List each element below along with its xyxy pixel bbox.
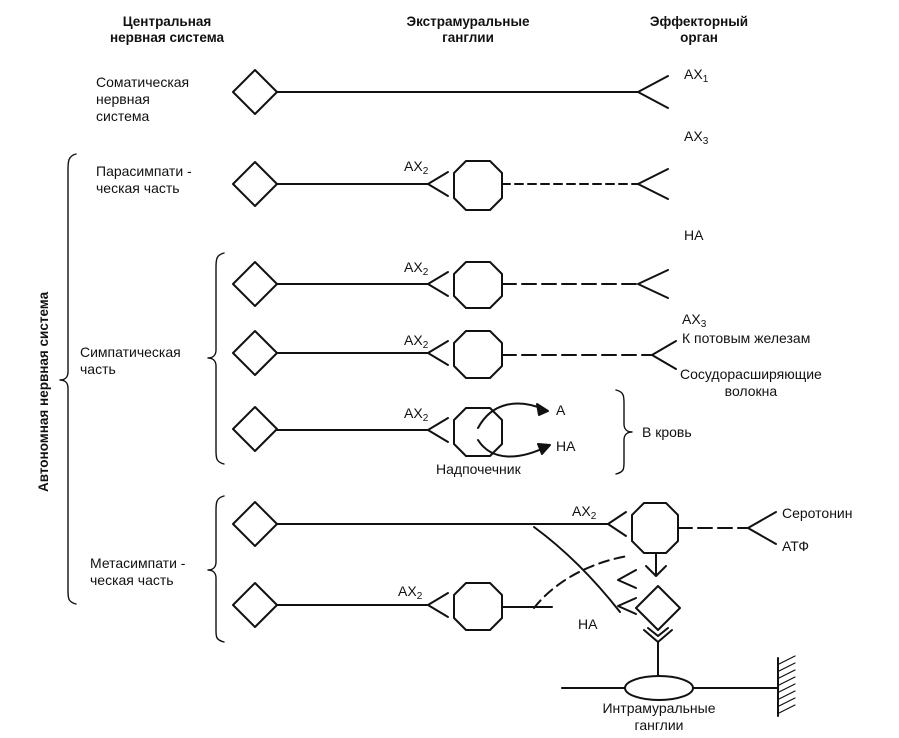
mediator-ax3-sympathetic: АХ3 [682, 311, 707, 330]
label-to-blood: В кровь [642, 424, 692, 440]
cns-neuron-metasympathetic-1 [232, 501, 278, 547]
metasympathetic-1-ganglion-fork [607, 511, 627, 537]
sympathetic-1-effector-fork [637, 269, 669, 299]
header-extramural-ganglia: Экстрамуральные ганглии [378, 14, 558, 46]
cns-neuron-somatic [232, 69, 278, 115]
label-intramural-ganglia: Интрамуральные ганглии [602, 700, 716, 733]
mediator-adrenal-na: НА [556, 438, 576, 454]
label-somatic: Соматическая нервная система [96, 74, 190, 124]
header-cns: Центральная нервная система [92, 14, 242, 46]
label-serotonin: Серотонин [782, 505, 853, 521]
mediator-ax1: АХ1 [684, 66, 709, 85]
parasympathetic-ganglion [453, 160, 503, 211]
cns-neuron-sympathetic-3 [232, 406, 278, 452]
sympathetic-2-ganglion [453, 330, 503, 379]
adrenal-arrow-na-head [537, 443, 551, 455]
metasympathetic-ganglion-top [631, 502, 679, 554]
metasympathetic-intramural-neuron [635, 585, 681, 631]
serotonin-atp-fork [747, 511, 777, 545]
sympathetic-3-ganglion-fork [427, 417, 449, 443]
mediator-adrenal-a: А [556, 402, 566, 418]
label-parasympathetic: Парасимпати - ческая часть [96, 163, 192, 196]
label-atp: АТФ [782, 538, 809, 554]
cns-neuron-sympathetic-2 [232, 330, 278, 376]
cns-neuron-sympathetic-1 [232, 261, 278, 307]
wall-hatching [778, 655, 796, 714]
metasympathetic-vertical-fork [645, 565, 667, 577]
header-ganglia-line1: Экстрамуральные [406, 14, 530, 29]
label-metasympathetic: Метасимпати - ческая часть [90, 555, 186, 588]
cns-neuron-metasympathetic-2 [232, 582, 278, 628]
sympathetic-2-ganglion-fork [427, 340, 449, 366]
header-ganglia-line2: ганглии [442, 30, 494, 45]
mediator-ax2-metasympathetic-1: АХ2 [572, 503, 597, 522]
metasympathetic-2-ganglion-fork [427, 592, 449, 618]
metasympathetic-side-fork-2 [617, 597, 637, 615]
metasympathetic-diagonal-fiber [533, 526, 621, 613]
sympathetic-brace [207, 252, 225, 465]
label-sweat-glands: К потовым железам [682, 330, 811, 346]
autonomic-brace [59, 153, 77, 605]
cns-neuron-parasympathetic [232, 161, 278, 207]
metasympathetic-dashed-crossing [533, 555, 629, 609]
parasympathetic-ganglion-fork [427, 171, 449, 197]
label-vasodilator-fibers: Сосудорасширяющие волокна [680, 366, 822, 399]
mediator-na-sympathetic: НА [684, 227, 704, 243]
header-cns-line2: нервная система [109, 30, 225, 45]
mediator-ax3-parasympathetic: АХ3 [684, 128, 709, 147]
mediator-ax2-parasympathetic: АХ2 [404, 158, 429, 177]
header-effector-organ: Эффекторный орган [634, 14, 764, 46]
adrenal-arrow-a-head [536, 403, 549, 416]
header-effector-line2: орган [680, 30, 718, 45]
sympathetic-2-effector-fork [651, 340, 677, 370]
autonomic-nervous-system-label: Автономная нервная система [36, 291, 51, 492]
mediator-ax2-sympathetic-3: АХ2 [404, 405, 429, 424]
header-cns-line1: Центральная [122, 14, 212, 29]
adrenal-gland [453, 407, 503, 457]
intramural-ganglion [624, 675, 694, 701]
to-blood-brace [615, 389, 633, 475]
sympathetic-1-ganglion-fork [427, 271, 449, 297]
mediator-na-metasympathetic: НА [578, 616, 598, 632]
parasympathetic-effector-fork [637, 168, 669, 200]
metasympathetic-brace [207, 495, 225, 643]
adrenal-arrow-na [477, 439, 549, 458]
label-adrenal-gland: Надпочечник [436, 461, 521, 477]
mediator-ax2-metasympathetic-2: АХ2 [398, 583, 423, 602]
metasympathetic-2-ganglion [453, 582, 503, 631]
header-effector-line1: Эффекторный [649, 14, 749, 29]
somatic-synapse-fork [637, 75, 669, 109]
mediator-ax2-sympathetic-1: АХ2 [404, 259, 429, 278]
sympathetic-1-ganglion [453, 261, 503, 309]
label-sympathetic: Симпатическая часть [80, 344, 181, 377]
intramural-neuron-fork-inner [647, 627, 669, 637]
metasympathetic-side-fork-1 [617, 569, 637, 589]
mediator-ax2-sympathetic-2: АХ2 [404, 332, 429, 351]
